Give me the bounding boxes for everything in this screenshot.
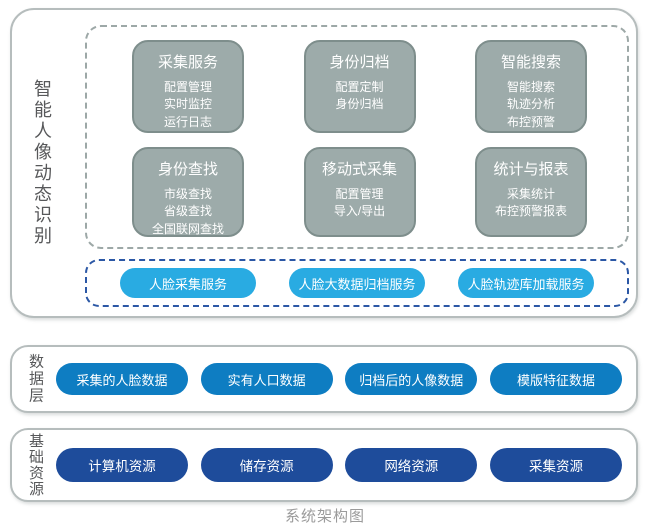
module-title: 身份查找 [157, 161, 218, 178]
modules-dashed-container: 采集服务 配置管理 实时监控 运行日志 身份归档 配置定制 身份归档 智能搜索 … [85, 25, 629, 249]
module-row-2: 身份查找 市级查找 省级查找 全国联网查找 移动式采集 配置管理 导入/导出 统… [132, 147, 587, 237]
service-pill-face-trajectory-load: 人脸轨迹库加载服务 [458, 268, 594, 298]
module-box-mobile-collection: 移动式采集 配置管理 导入/导出 [303, 147, 416, 237]
module-box-smart-search: 智能搜索 智能搜索 轨迹分析 布控预警 [475, 40, 587, 133]
data-pill-template-feature-data: 模版特征数据 [489, 363, 622, 395]
diagram-caption: 系统架构图 [284, 508, 365, 525]
module-item: 轨迹分析 [506, 97, 555, 112]
module-items: 配置管理 实时监控 运行日志 [134, 79, 242, 131]
module-title: 统计与报表 [493, 161, 569, 178]
module-item: 省级查找 [163, 204, 212, 219]
infra-pill-network-resources: 网络资源 [345, 448, 478, 482]
module-box-collection-service: 采集服务 配置管理 实时监控 运行日志 [132, 40, 244, 133]
infra-pill-storage-resources: 储存资源 [200, 448, 333, 482]
module-item: 实时监控 [163, 97, 212, 112]
module-items: 配置定制 身份归档 [306, 79, 414, 114]
module-title: 采集服务 [157, 54, 218, 71]
module-items: 市级查找 省级查找 全国联网查找 [134, 186, 242, 238]
services-dashed-container: 人脸采集服务 人脸大数据归档服务 人脸轨迹库加载服务 [85, 259, 629, 307]
module-item: 运行日志 [163, 114, 212, 129]
panel-label-infrastructure: 基础资源 [27, 433, 44, 497]
module-box-identity-lookup: 身份查找 市级查找 省级查找 全国联网查找 [132, 147, 244, 237]
module-title: 身份归档 [329, 54, 390, 71]
module-title: 智能搜索 [500, 54, 561, 71]
data-pill-archived-portrait-data: 归档后的人像数据 [345, 363, 478, 395]
module-items: 采集统计 布控预警报表 [477, 186, 585, 221]
module-item: 全国联网查找 [151, 221, 224, 236]
data-pill-population-data: 实有人口数据 [200, 363, 333, 395]
module-items: 配置管理 导入/导出 [306, 186, 414, 221]
module-item: 市级查找 [163, 187, 212, 201]
service-pill-face-collection: 人脸采集服务 [120, 268, 256, 298]
service-pill-face-bigdata-archive: 人脸大数据归档服务 [289, 268, 425, 298]
panel-intelligent-portrait: 智能人像动态识别 采集服务 配置管理 实时监控 运行日志 身份归档 配置定制 身… [10, 8, 638, 318]
panel-infrastructure: 基础资源 计算机资源 储存资源 网络资源 采集资源 [10, 428, 638, 502]
data-pill-collected-face-data: 采集的人脸数据 [56, 363, 188, 395]
module-box-stats-reports: 统计与报表 采集统计 布控预警报表 [475, 147, 587, 237]
module-items: 智能搜索 轨迹分析 布控预警 [477, 79, 585, 131]
panel-label-data-layer: 数据层 [27, 353, 44, 405]
module-title: 移动式采集 [321, 161, 397, 178]
module-item: 采集统计 [506, 187, 555, 201]
module-item: 身份归档 [335, 97, 384, 112]
data-pill-row: 采集的人脸数据 实有人口数据 归档后的人像数据 模版特征数据 [12, 347, 636, 411]
infra-pill-computer-resources: 计算机资源 [56, 448, 188, 482]
module-item: 布控预警 [506, 114, 555, 129]
module-item: 导入/导出 [333, 204, 386, 219]
module-item: 配置定制 [335, 80, 384, 94]
module-box-identity-archive: 身份归档 配置定制 身份归档 [303, 40, 416, 133]
panel-label-intelligent-portrait: 智能人像动态识别 [32, 79, 52, 247]
module-item: 布控预警报表 [494, 204, 567, 219]
module-item: 智能搜索 [506, 80, 555, 94]
infra-pill-row: 计算机资源 储存资源 网络资源 采集资源 [12, 430, 636, 500]
panel-data-layer: 数据层 采集的人脸数据 实有人口数据 归档后的人像数据 模版特征数据 [10, 345, 638, 413]
module-row-1: 采集服务 配置管理 实时监控 运行日志 身份归档 配置定制 身份归档 智能搜索 … [132, 40, 587, 133]
module-item: 配置管理 [335, 187, 384, 201]
infra-pill-collection-resources: 采集资源 [489, 448, 622, 482]
module-item: 配置管理 [163, 80, 212, 94]
